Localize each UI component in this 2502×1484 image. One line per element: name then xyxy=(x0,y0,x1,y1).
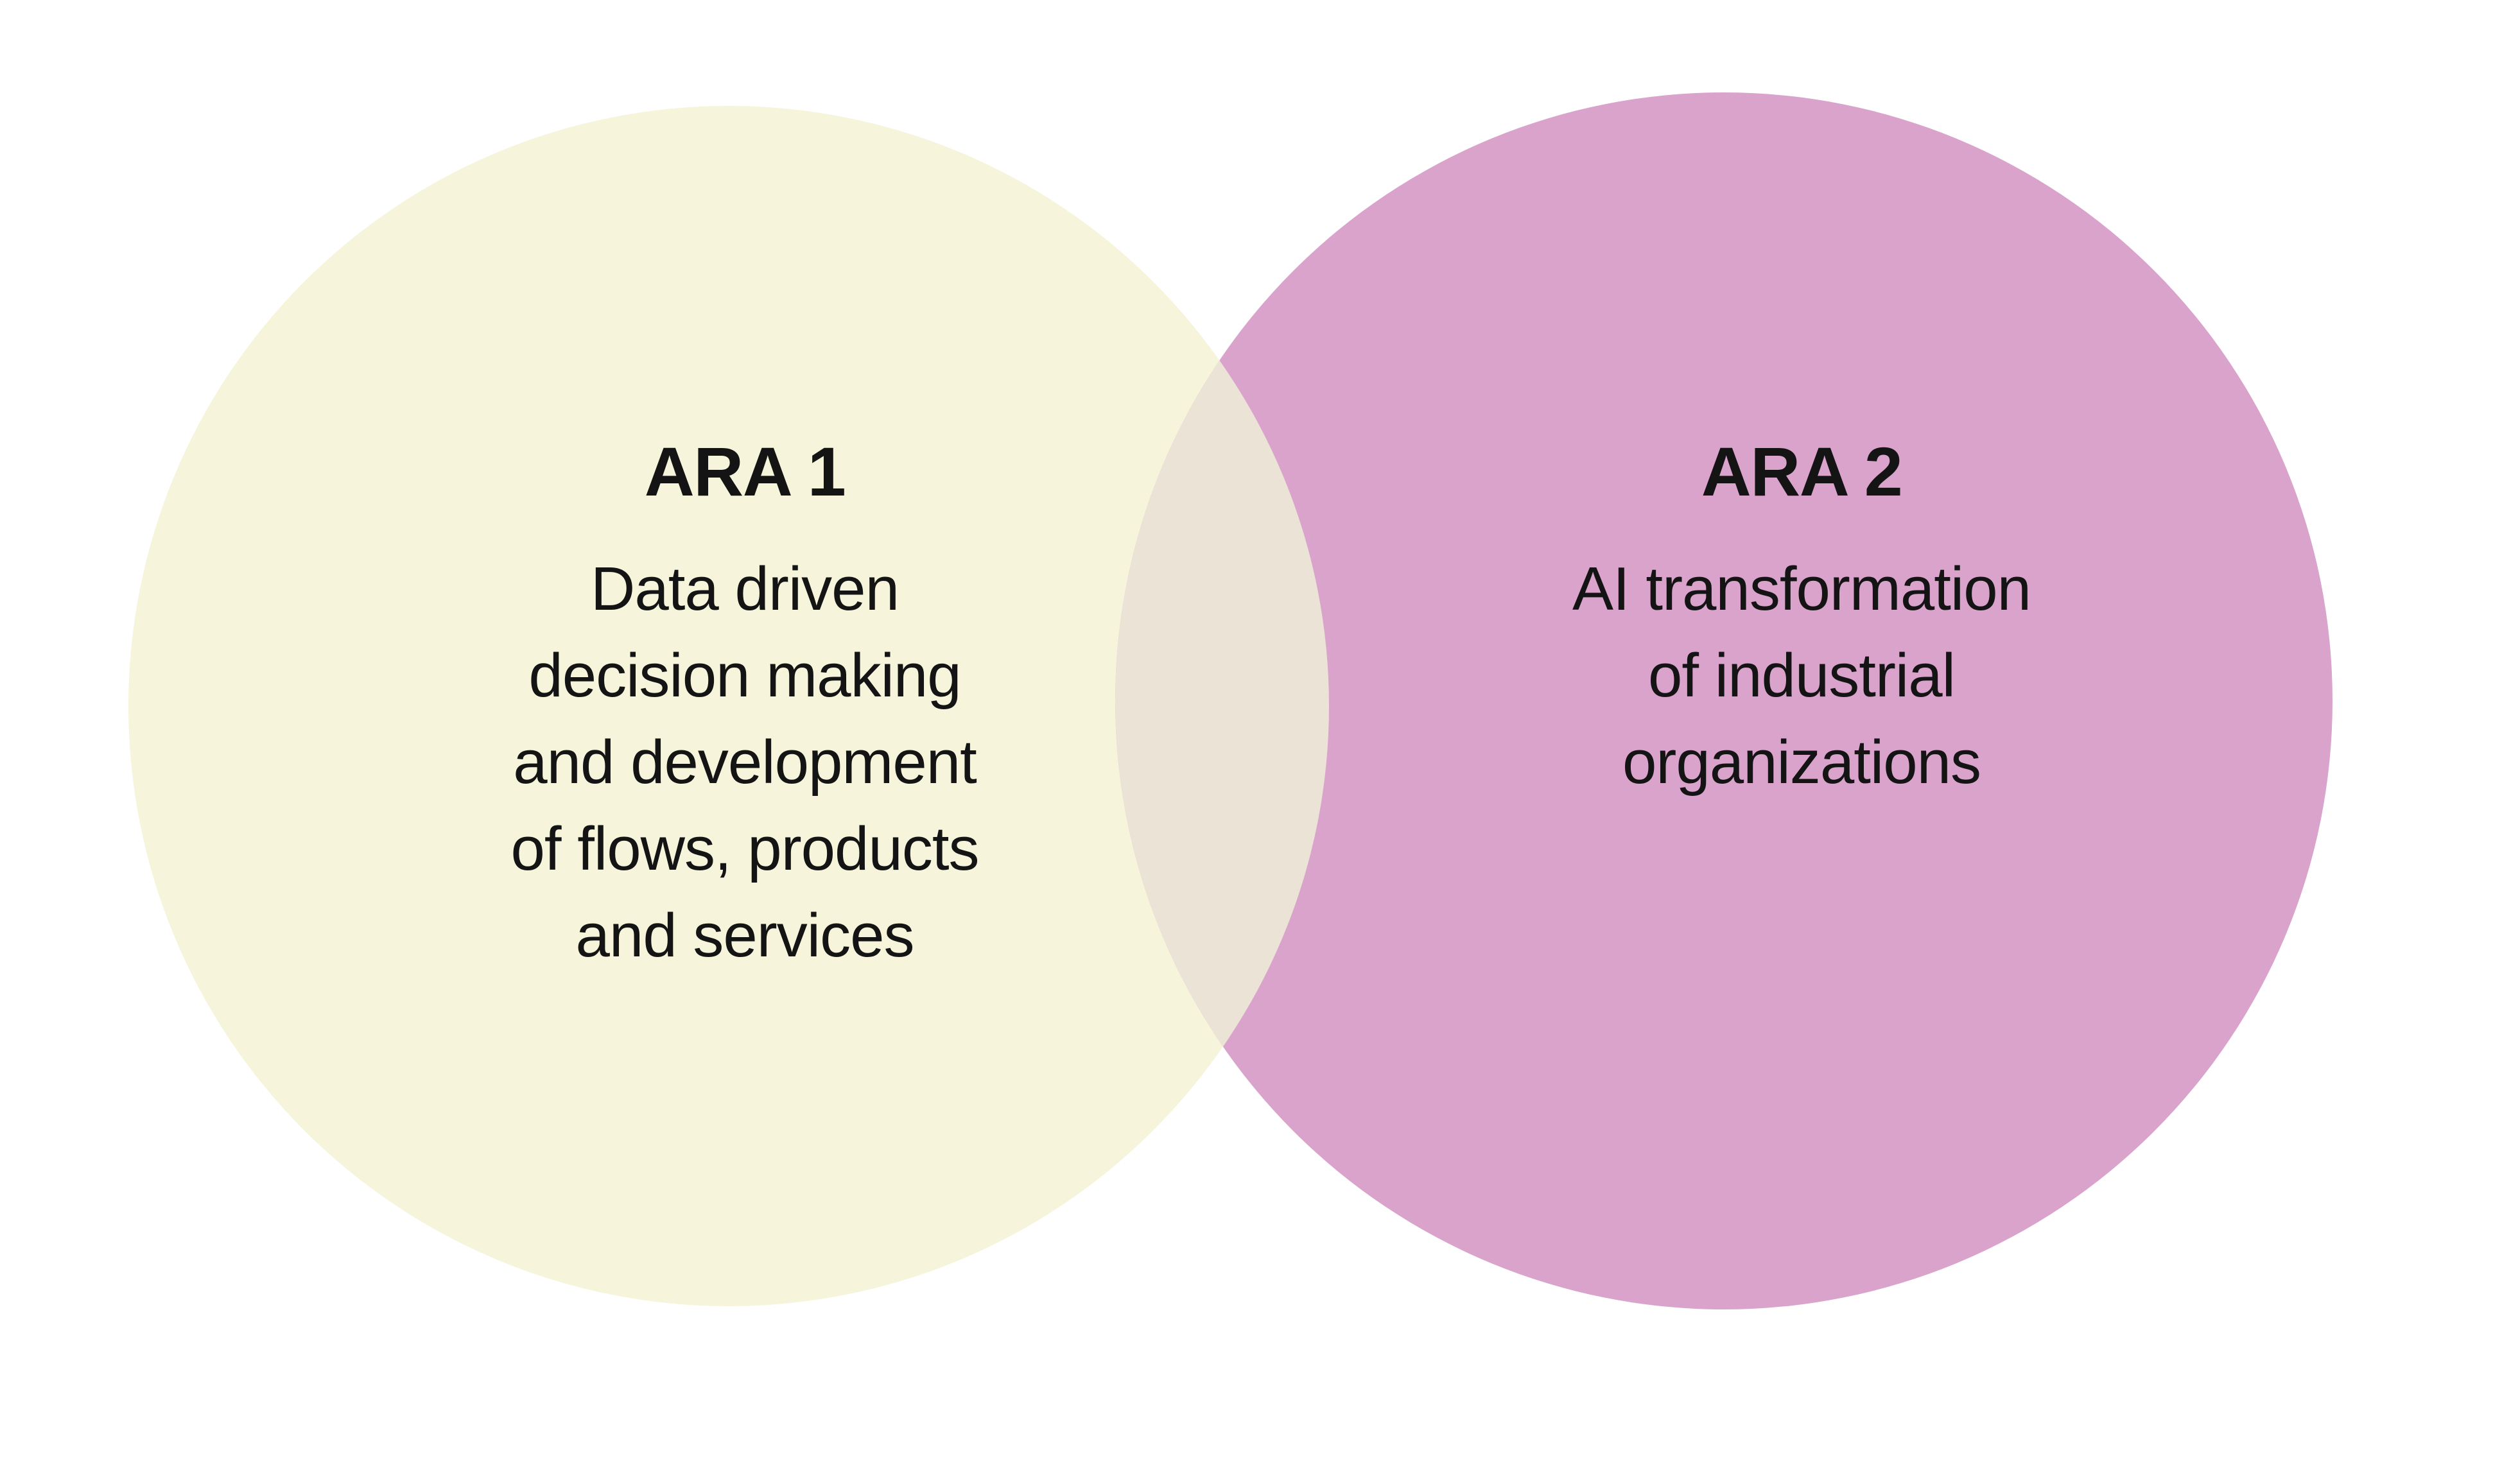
left-circle-description: Data driven decision making and developm… xyxy=(510,546,980,979)
description-line: organizations xyxy=(1622,728,1981,797)
left-circle-text: ARA 1 Data driven decision making and de… xyxy=(510,433,980,979)
right-circle-text: ARA 2 AI transformation of industrial or… xyxy=(1572,433,2031,806)
right-circle-title: ARA 2 xyxy=(1701,433,1903,510)
description-line: of industrial xyxy=(1648,641,1956,710)
left-circle-title: ARA 1 xyxy=(644,433,846,510)
description-line: and services xyxy=(575,901,915,970)
left-circle-shape xyxy=(128,106,1329,1306)
description-line: Data driven xyxy=(591,555,899,623)
description-line: AI transformation xyxy=(1572,555,2031,623)
description-line: decision making xyxy=(528,641,961,710)
right-circle-shape xyxy=(1115,92,2333,1309)
description-line: and development xyxy=(513,728,977,797)
description-line: of flows, products xyxy=(510,815,980,883)
right-circle-description: AI transformation of industrial organiza… xyxy=(1572,546,2031,806)
